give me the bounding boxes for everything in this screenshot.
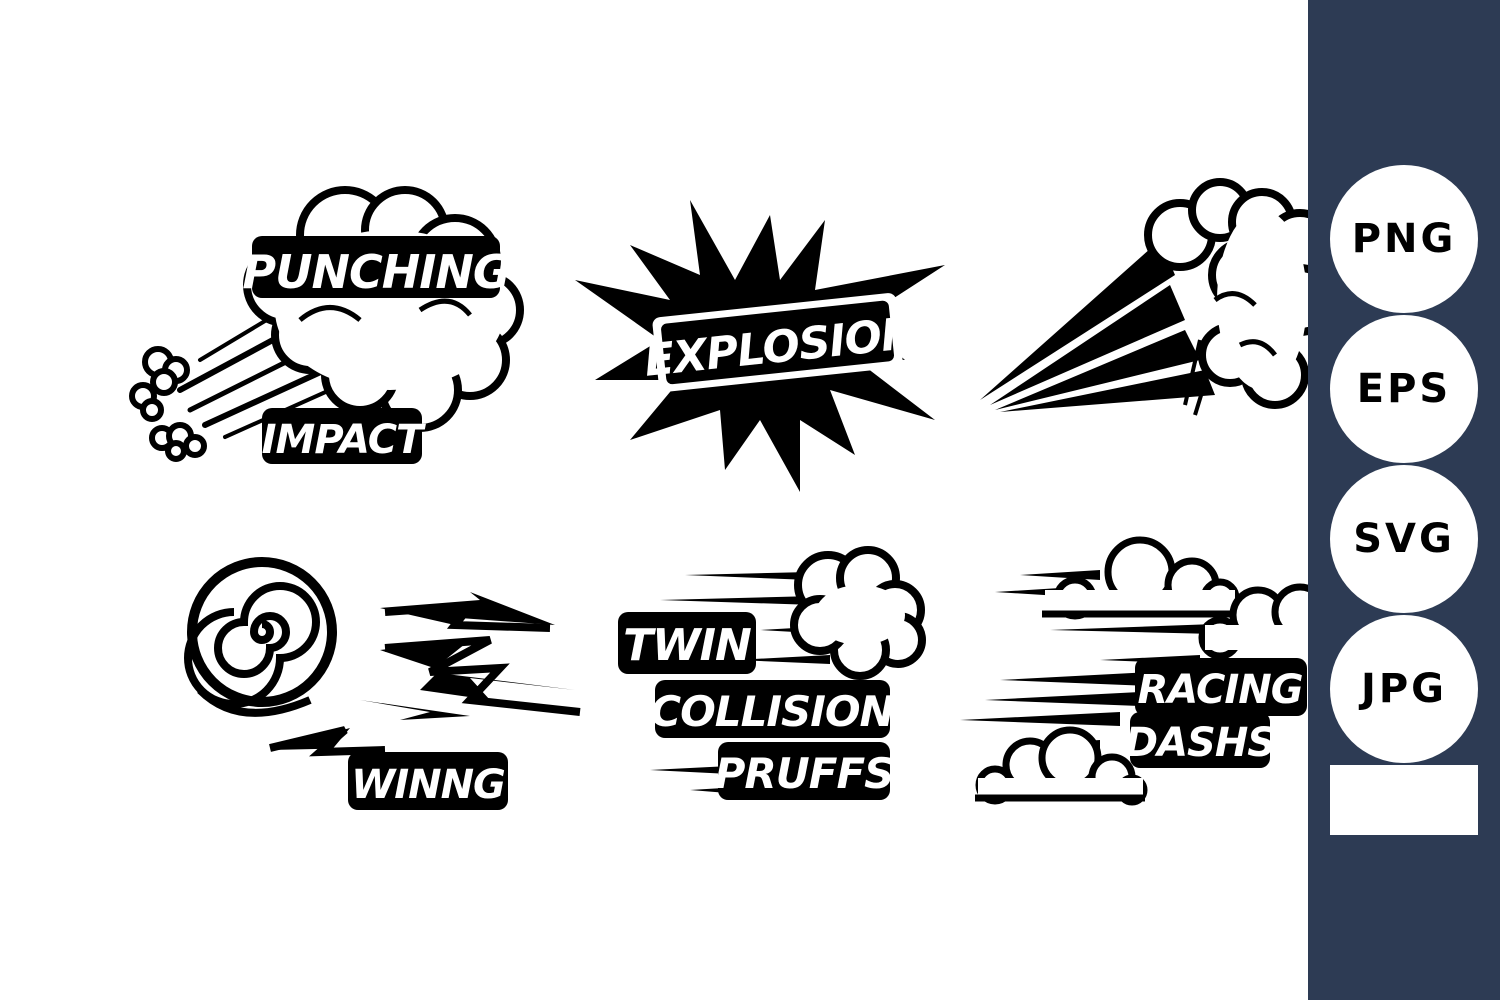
format-label: JPG <box>1360 666 1448 712</box>
format-badge-svg: SVG <box>1330 465 1478 613</box>
format-sidebar: PNG EPS SVG JPG <box>1308 0 1500 1000</box>
sticker-line: COLLISION <box>650 687 894 736</box>
racing-dashs-sticker: RACING DASHS <box>960 536 1308 806</box>
punching-impact-sticker: PUNCHING IMPACT <box>129 186 524 464</box>
format-label: SVG <box>1353 516 1455 562</box>
sticker-line: IMPACT <box>262 417 426 463</box>
sticker-line: RACING <box>1137 667 1302 713</box>
sticker-line: DASHS <box>1125 720 1275 766</box>
sticker-line: PRUFFS <box>715 749 894 798</box>
sticker-artwork: PUNCHING IMPACT EXPLOSION <box>129 178 1308 810</box>
format-badge-jpg: JPG <box>1330 615 1478 763</box>
winng-sticker: WINNG <box>184 557 581 810</box>
speed-cloud-sticker <box>980 178 1308 416</box>
format-label: PNG <box>1351 216 1457 262</box>
sticker-line: PUNCHING <box>242 245 509 299</box>
format-badge-png: PNG <box>1330 165 1478 313</box>
sticker-line: WINNG <box>351 762 505 808</box>
format-badge-eps: EPS <box>1330 315 1478 463</box>
explosion-sticker: EXPLOSION <box>575 200 945 492</box>
blank-format-tile <box>1330 765 1478 835</box>
format-label: EPS <box>1356 366 1452 412</box>
twin-collision-pruffs-sticker: TWIN COLLISION PRUFFS <box>618 546 926 800</box>
sticker-line: TWIN <box>623 620 751 671</box>
